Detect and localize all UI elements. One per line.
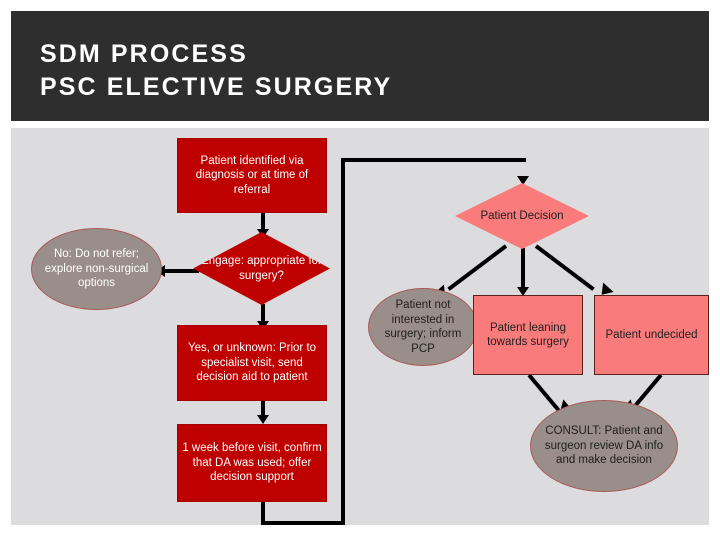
connector-send-da-to-confirm [261, 400, 265, 420]
title-banner: SDM PROCESS PSC ELECTIVE SURGERY [11, 11, 709, 121]
node-confirm-da-used[interactable]: 1 week before visit, confirm that DA was… [177, 424, 327, 502]
node-patient-undecided[interactable]: Patient undecided [594, 295, 709, 375]
node-patient-identified-label: Patient identified via diagnosis or at t… [195, 154, 309, 196]
node-patient-decision[interactable]: Patient Decision [455, 183, 589, 249]
node-consult[interactable]: CONSULT: Patient and surgeon review DA i… [530, 400, 678, 492]
connector-decision-to-not-interested [447, 244, 508, 291]
node-patient-leaning-surgery-label: Patient leaning towards surgery [487, 321, 569, 349]
node-patient-undecided-label: Patient undecided [605, 328, 698, 341]
node-no-refer[interactable]: No: Do not refer; explore non-surgical o… [31, 228, 162, 310]
flowchart-canvas: Patient identified via diagnosis or at t… [11, 128, 709, 525]
arrowhead-decision-to-leaning [517, 287, 529, 296]
node-no-refer-label: No: Do not refer; explore non-surgical o… [44, 248, 149, 290]
node-patient-leaning-surgery[interactable]: Patient leaning towards surgery [473, 295, 583, 375]
node-patient-not-interested-label: Patient not interested in surgery; infor… [384, 299, 462, 355]
node-patient-not-interested[interactable]: Patient not interested in surgery; infor… [368, 288, 478, 366]
node-engage-decision-label: Engage: appropriate for surgery? [201, 255, 322, 282]
connector-confirm-da-down-leg [261, 501, 265, 525]
node-send-decision-aid-label: Yes, or unknown: Prior to specialist vis… [187, 342, 317, 384]
node-patient-identified[interactable]: Patient identified via diagnosis or at t… [177, 138, 327, 213]
node-engage-decision[interactable]: Engage: appropriate for surgery? [193, 232, 330, 305]
node-send-decision-aid[interactable]: Yes, or unknown: Prior to specialist vis… [177, 325, 327, 401]
connector-confirm-da-bottom-leg [261, 521, 345, 525]
connector-engage-to-no-refer [161, 269, 199, 273]
connector-confirm-da-top-leg [341, 158, 526, 162]
arrowhead-send-da-to-confirm [257, 415, 269, 424]
connector-decision-to-leaning [521, 248, 525, 292]
connector-engage-to-send-da [261, 304, 265, 326]
connector-start-to-engage [261, 212, 265, 234]
connector-confirm-da-right-riser [341, 158, 345, 521]
node-consult-label: CONSULT: Patient and surgeon review DA i… [544, 425, 664, 467]
arrowhead-to-patient-decision [517, 176, 529, 185]
node-patient-decision-label: Patient Decision [480, 209, 564, 222]
connector-decision-to-undecided [534, 244, 595, 291]
node-confirm-da-used-label: 1 week before visit, confirm that DA was… [182, 442, 322, 484]
page-title-line-1: SDM PROCESS [40, 40, 248, 68]
page-title-line-2: PSC ELECTIVE SURGERY [40, 73, 393, 101]
